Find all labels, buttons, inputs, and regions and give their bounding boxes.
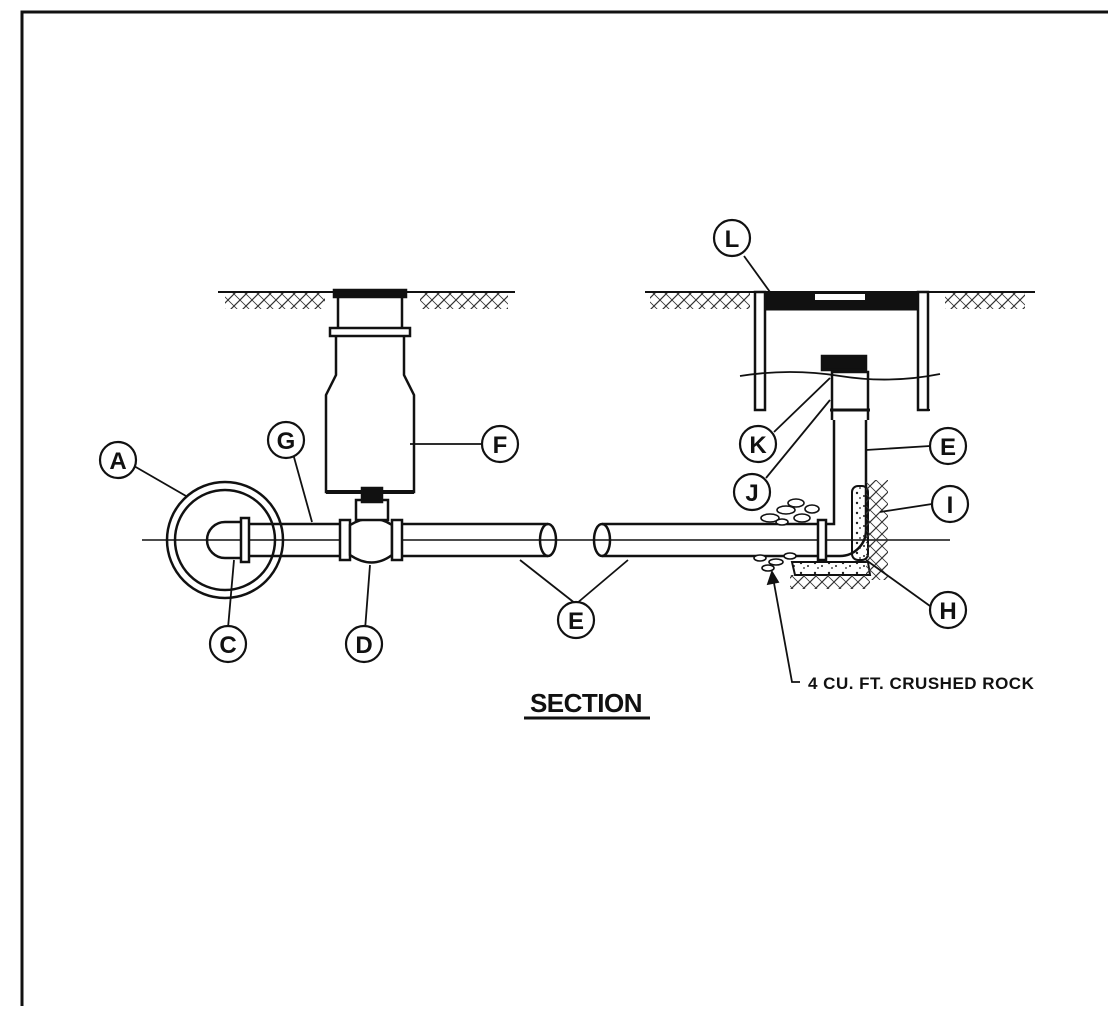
callout-I-label: I xyxy=(947,492,954,519)
curb-stop-valve xyxy=(338,486,404,564)
callout-F: F xyxy=(480,424,520,464)
callout-L: L xyxy=(712,218,752,258)
service-saddle xyxy=(205,516,340,564)
sheet-border xyxy=(20,10,1108,1011)
callout-K: K xyxy=(738,424,778,464)
callout-E-bottom-label: E xyxy=(568,608,584,635)
section-title: SECTION xyxy=(530,688,642,718)
callout-E-bottom: E xyxy=(556,600,596,640)
callout-J-label: J xyxy=(745,480,758,507)
leader-lines xyxy=(133,255,933,683)
callout-G-label: G xyxy=(277,428,296,455)
main-pipe-section xyxy=(165,480,285,600)
crushed-rock-note: 4 CU. FT. CRUSHED ROCK xyxy=(808,674,1035,693)
callout-D-label: D xyxy=(355,632,372,659)
callout-E-right: E xyxy=(928,426,968,466)
callout-A-label: A xyxy=(109,448,126,475)
callout-A: A xyxy=(98,440,138,480)
callout-G: G xyxy=(266,420,306,460)
callout-J: J xyxy=(732,472,772,512)
callout-F-label: F xyxy=(493,432,508,459)
callout-I: I xyxy=(930,484,970,524)
valve-box xyxy=(324,288,416,494)
meter-box xyxy=(739,290,941,412)
service-pipe-left xyxy=(402,522,558,558)
thrust-block xyxy=(790,480,888,589)
callout-C-label: C xyxy=(219,632,236,659)
callout-C: C xyxy=(208,624,248,664)
crushed-rock xyxy=(753,498,820,572)
callout-L-label: L xyxy=(725,226,740,253)
callout-E-right-label: E xyxy=(940,434,956,461)
callout-H-label: H xyxy=(939,598,956,625)
callout-H: H xyxy=(928,590,968,630)
callout-D: D xyxy=(344,624,384,664)
callout-K-label: K xyxy=(749,432,767,459)
